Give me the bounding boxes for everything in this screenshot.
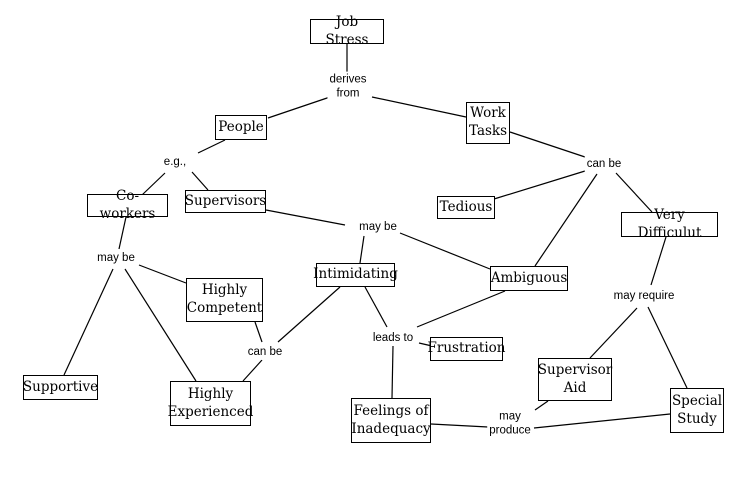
node-ambiguous: Ambiguous bbox=[490, 266, 568, 291]
link-may-be-coworkers: may be bbox=[95, 249, 137, 267]
edge-eg-coworkers bbox=[141, 172, 166, 196]
node-supervisor-aid: Supervisor Aid bbox=[538, 358, 612, 401]
edge-people-eg bbox=[197, 139, 226, 154]
node-special-study: Special Study bbox=[670, 388, 724, 433]
edge-maybe-highlycompetent bbox=[138, 264, 187, 284]
link-can-be-competent: can be bbox=[245, 343, 285, 361]
edge-ambiguous-leadsto bbox=[416, 290, 506, 328]
edge-leadsto-feelings bbox=[391, 345, 394, 399]
edge-feelings-mayproduce bbox=[430, 423, 489, 428]
edge-maybe-intimidating bbox=[359, 235, 365, 264]
edge-canbe-verydifficult bbox=[615, 172, 653, 213]
edge-maybe-supportive bbox=[63, 268, 114, 376]
edge-verydifficult-mayrequire bbox=[650, 236, 667, 286]
edge-eg-supervisors bbox=[191, 171, 209, 191]
node-tedious: Tedious bbox=[437, 196, 495, 219]
link-eg: e.g., bbox=[161, 153, 189, 171]
link-may-require: may require bbox=[611, 287, 677, 305]
edge-canbe-tedious bbox=[493, 170, 586, 200]
node-highly-experienced: Highly Experienced bbox=[168, 381, 253, 426]
edge-worktasks-canbe bbox=[509, 131, 586, 158]
node-people: People bbox=[215, 115, 267, 140]
link-derives-from: derives from bbox=[327, 71, 369, 103]
link-may-produce: may produce bbox=[487, 408, 533, 440]
edge-derivesfrom-people bbox=[267, 96, 331, 119]
edge-derivesfrom-worktasks bbox=[371, 96, 467, 118]
node-highly-competent: Highly Competent bbox=[186, 278, 263, 322]
node-frustration: Frustration bbox=[428, 337, 505, 361]
node-intimidating: Intimidating bbox=[313, 263, 398, 287]
edge-mayrequire-specialstudy bbox=[647, 306, 688, 389]
edge-mayproduce-specialstudy bbox=[533, 413, 671, 429]
node-feelings-of-inadequacy: Feelings of Inadequacy bbox=[351, 398, 431, 443]
edge-supervisors-maybe bbox=[265, 209, 346, 226]
edge-mayproduce-supervisoraid bbox=[534, 400, 549, 411]
node-supportive: Supportive bbox=[23, 375, 98, 400]
edge-leadsto-frustration bbox=[418, 342, 433, 347]
link-may-be-supervisors: may be bbox=[357, 218, 399, 236]
edge-canbe-ambiguous bbox=[534, 173, 598, 267]
edge-maybe-ambiguous bbox=[399, 232, 491, 270]
edge-canbe-highlyexperienced bbox=[242, 359, 263, 382]
node-co-workers: Co-workers bbox=[87, 188, 168, 222]
node-very-difficult: Very Difficulut bbox=[621, 207, 718, 241]
node-work-tasks: Work Tasks bbox=[466, 102, 510, 144]
edge-maybe-highlyexperienced bbox=[124, 268, 197, 382]
edge-mayrequire-supervisoraid bbox=[589, 307, 638, 359]
link-can-be-tasks: can be bbox=[584, 155, 624, 173]
edge-intimidating-leadsto bbox=[364, 286, 388, 328]
edge-highlycompetent-canbe bbox=[254, 321, 263, 343]
node-supervisors: Supervisors bbox=[185, 190, 266, 213]
edge-intimidating-canbe bbox=[277, 286, 341, 343]
node-job-stress: Job Stress bbox=[310, 14, 384, 48]
link-leads-to: leads to bbox=[370, 329, 416, 347]
edge-coworkers-maybe bbox=[118, 216, 127, 250]
